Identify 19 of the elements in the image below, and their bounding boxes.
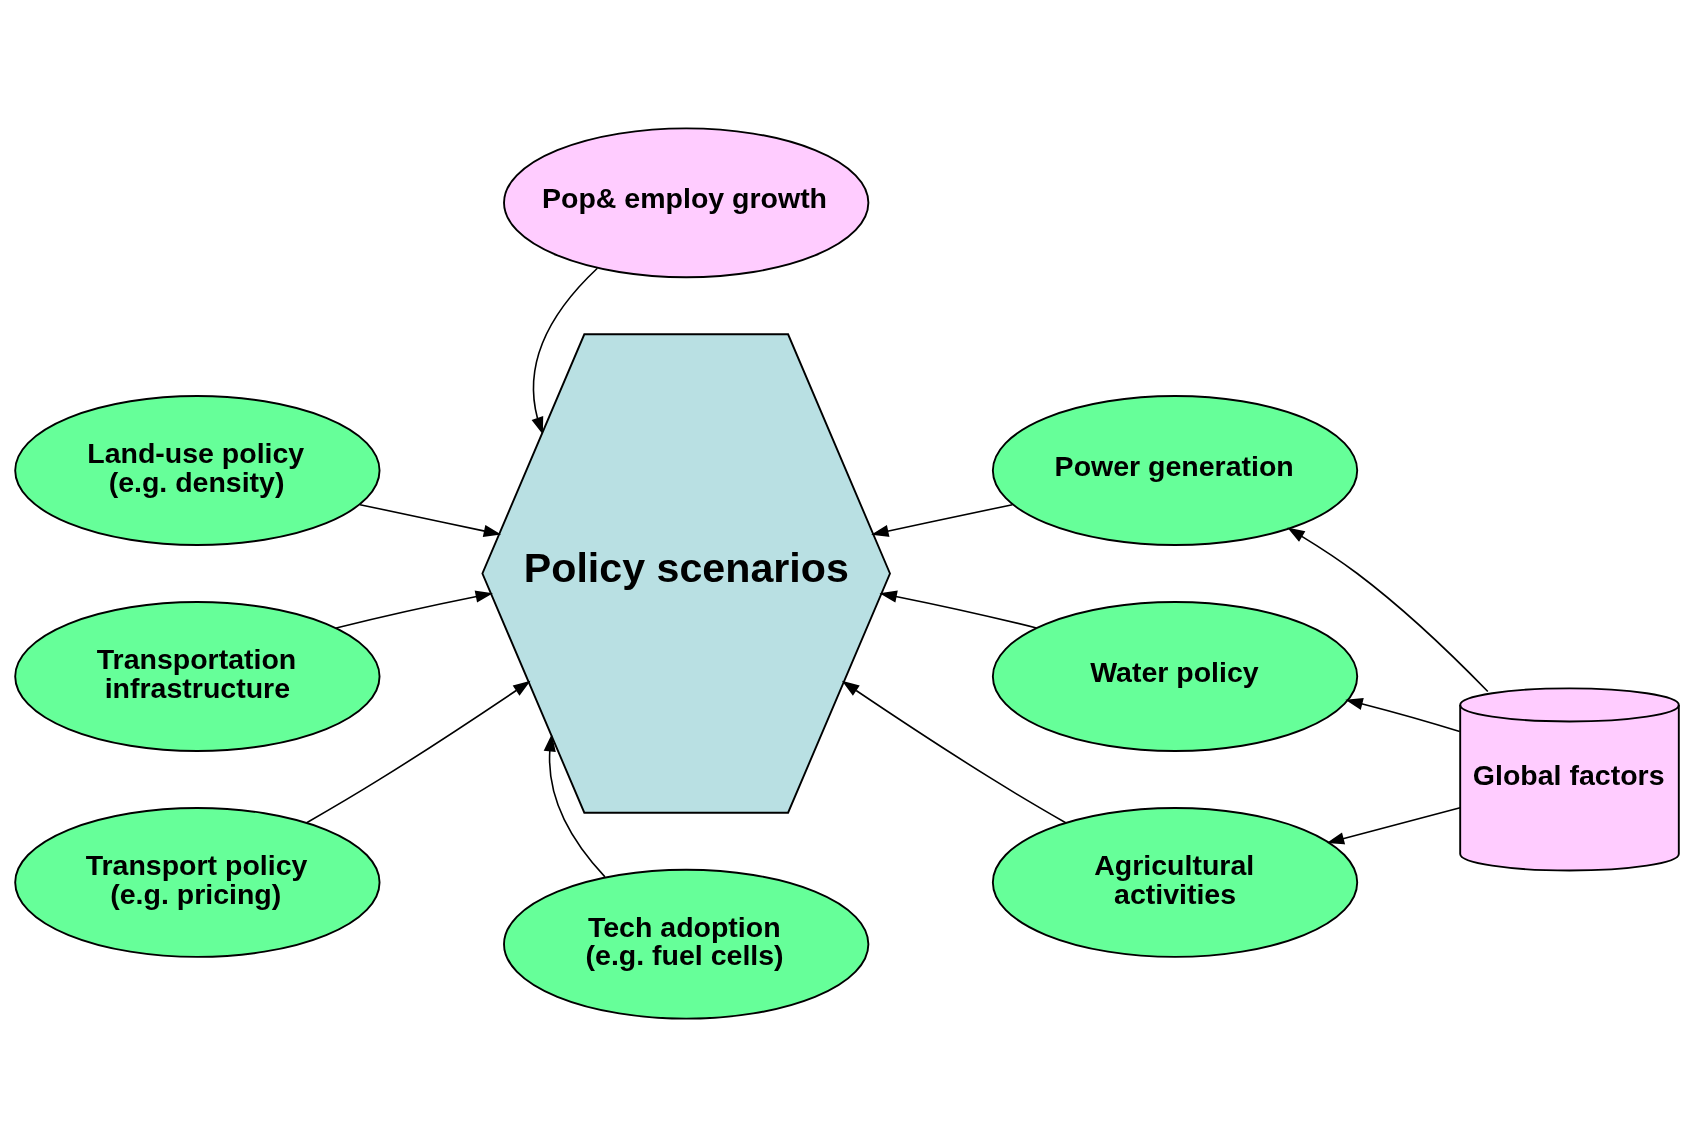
arrow [871, 503, 1014, 537]
node-ellipse: Pop& employ growth [503, 126, 870, 278]
node-ellipse: Transportation infrastructure [14, 600, 381, 752]
node-ellipse: Land-use policy (e.g. density) [14, 394, 381, 546]
arrow [841, 680, 1067, 824]
node-ellipse: Agricultural activities [991, 806, 1359, 958]
node-ellipse: Tech adoption (e.g. fuel cells) [503, 868, 870, 1020]
arrow [1326, 806, 1461, 844]
arrow [359, 503, 502, 537]
arrow [879, 590, 1038, 629]
arrow [305, 680, 531, 824]
arrow [335, 590, 493, 629]
node-ellipse: Water policy [991, 600, 1359, 752]
arrow [1345, 697, 1461, 732]
arrow [531, 266, 599, 435]
arrow [543, 733, 606, 878]
node-ellipse: Transport policy (e.g. pricing) [14, 806, 381, 958]
node-ellipse: Power generation [991, 394, 1359, 546]
arrow [1287, 527, 1489, 692]
